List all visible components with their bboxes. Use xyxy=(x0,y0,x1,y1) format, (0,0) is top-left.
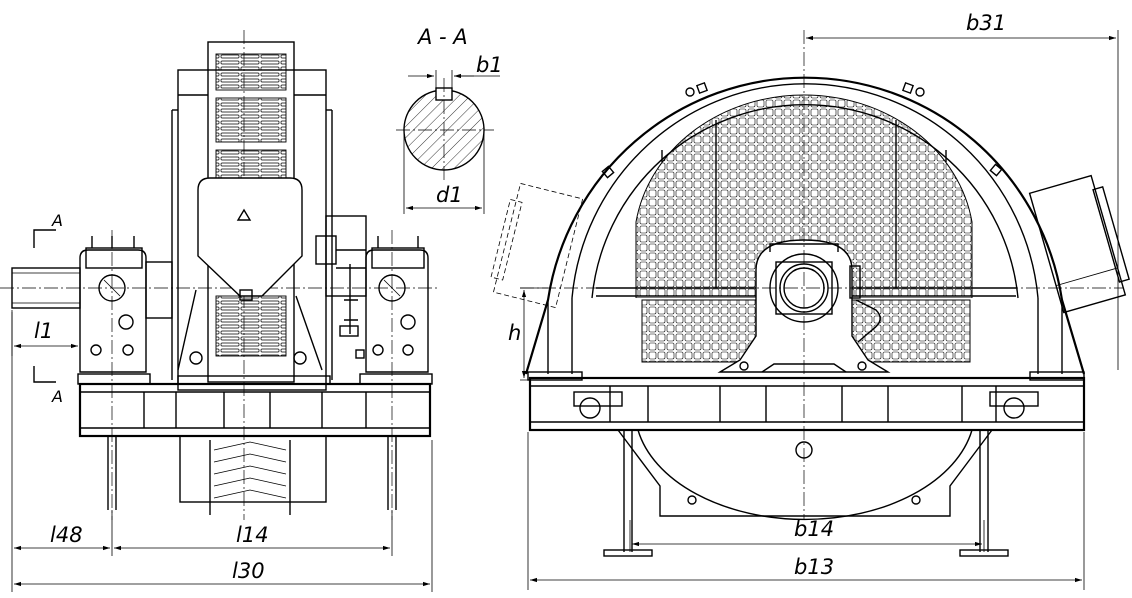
side-view: A A l1 l48 l14 l30 xyxy=(0,30,440,592)
dim-l1-label: l1 xyxy=(34,319,53,343)
dim-b31-label: b31 xyxy=(966,11,1006,35)
end-view: h b31 b14 b13 xyxy=(490,11,1130,590)
dim-h-label: h xyxy=(508,321,521,345)
section-title: A - A xyxy=(416,25,468,49)
dim-d1-label: d1 xyxy=(436,183,463,207)
section-marker-top: A xyxy=(51,211,63,230)
dim-l14-label: l14 xyxy=(236,523,269,547)
section-marker-bottom: A xyxy=(51,387,63,406)
dim-b13-label: b13 xyxy=(794,555,834,579)
dim-b1-label: b1 xyxy=(476,53,503,77)
dim-l48-label: l48 xyxy=(50,523,83,547)
section-a-a: A - A b1 d1 xyxy=(396,25,503,214)
dim-b14-label: b14 xyxy=(794,517,834,541)
dim-l30-label: l30 xyxy=(232,559,265,583)
